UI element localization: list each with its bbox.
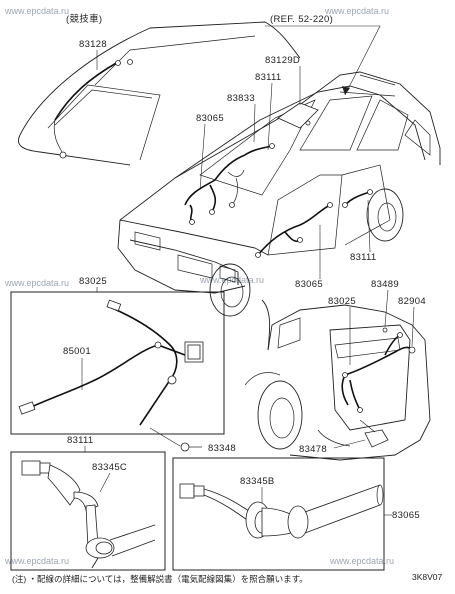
footer-note: (注) ・配線の詳細については，整備解説書（電気配線図集）を照合願います。 (12, 574, 308, 584)
watermark: www.epcdata.ru (4, 278, 69, 288)
ref-label: (REF. 52-220) (270, 14, 333, 25)
watermark: www.epcdata.ru (4, 6, 69, 16)
part-82904-label: 82904 (398, 296, 426, 307)
part-83348-label: 83348 (208, 443, 236, 454)
watermark: www.epcdata.ru (329, 556, 394, 566)
part-83129D-label: 83129D (265, 55, 300, 66)
part-83111-label: 83111 (67, 435, 94, 446)
callout-labels-rear: 83025 83489 82904 (328, 279, 426, 365)
arrow-head (342, 86, 350, 95)
grommet-83478: 83478 (299, 419, 389, 455)
detail-frame (10, 451, 166, 571)
part-83025-label: 83025 (79, 276, 107, 287)
diagram-code: 3K8V07 (412, 572, 443, 582)
part-83025-label: 83025 (328, 296, 356, 307)
part-83065-label: 83065 (196, 113, 224, 124)
part-83111-label: 83111 (350, 252, 377, 263)
watermark: www.epcdata.ru (4, 556, 69, 566)
detail-frame (10, 291, 225, 435)
part-83833-label: 83833 (227, 93, 255, 104)
clip-83348: 83348 (149, 427, 236, 454)
part-85001-label: 85001 (63, 346, 91, 357)
part-83489-label: 83489 (371, 279, 399, 290)
detail-box-83345B: 83345B 83065 (172, 457, 420, 571)
part-83065-label: 83065 (392, 510, 420, 521)
part-83478-label: 83478 (299, 444, 327, 455)
part-83345B-label: 83345B (240, 476, 275, 487)
footer: (注) ・配線の詳細については，整備解説書（電気配線図集）を照合願います。 3K… (12, 572, 443, 584)
part-83128-label: 83128 (79, 39, 107, 50)
part-83065-label: 83065 (295, 279, 323, 290)
part-83111-label: 83111 (255, 72, 282, 83)
callout-labels-top: (競技車) (REF. 52-220) 83128 83129D 83111 8… (66, 13, 377, 290)
watermark: www.epcdata.ru (324, 6, 389, 16)
watermark: www.epcdata.ru (199, 275, 264, 285)
vehicle-rear-illustration (244, 299, 431, 461)
detail-frame (172, 457, 385, 571)
vehicle-front-illustration (18, 21, 441, 317)
detail-box-85001: 83025 85001 (10, 276, 225, 435)
detail-box-83345C: 83111 83345C (10, 435, 166, 571)
watermarks: www.epcdata.ru www.epcdata.ru www.epcdat… (4, 6, 394, 566)
part-83345C-label: 83345C (92, 462, 127, 473)
note-label: (競技車) (66, 13, 102, 25)
leader-lines-top (96, 25, 381, 279)
